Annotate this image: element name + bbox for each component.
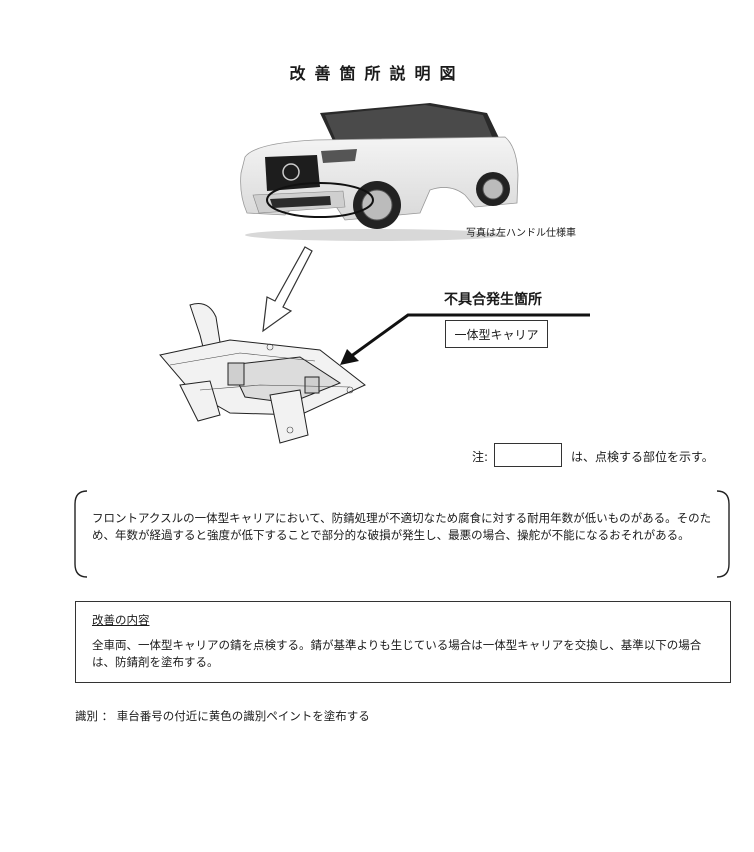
note-prefix: 注:: [472, 450, 489, 464]
hollow-arrow-icon: [262, 246, 313, 333]
defect-description: フロントアクスルの一体型キャリアにおいて、防錆処理が不適切なため腐食に対する耐用…: [92, 511, 712, 542]
improvement-section: [75, 601, 731, 683]
note-suffix: は、点検する部位を示す。: [571, 450, 714, 464]
vehicle-photo: [240, 103, 519, 241]
improvement-text: 全車両、一体型キャリアの錆を点検する。錆が基準よりも生じている場合は一体型キャリ…: [92, 638, 702, 669]
photo-caption: 写真は左ハンドル仕様車: [466, 228, 576, 239]
axle-carrier-illustration: [159, 303, 366, 444]
callout-leader-arrow: [340, 313, 590, 365]
improvement-heading: 改善の内容: [92, 613, 150, 627]
part-name-box: 一体型キャリア: [445, 320, 548, 348]
description-bracket-frame: [74, 490, 730, 578]
defect-location-label: 不具合発生箇所: [444, 292, 542, 308]
page-title: 改善箇所説明図: [289, 64, 465, 83]
inspection-area-legend-box: [494, 443, 562, 467]
identification-text: 識別 ： 車台番号の付近に黄色の識別ペイントを塗布する: [75, 709, 370, 723]
